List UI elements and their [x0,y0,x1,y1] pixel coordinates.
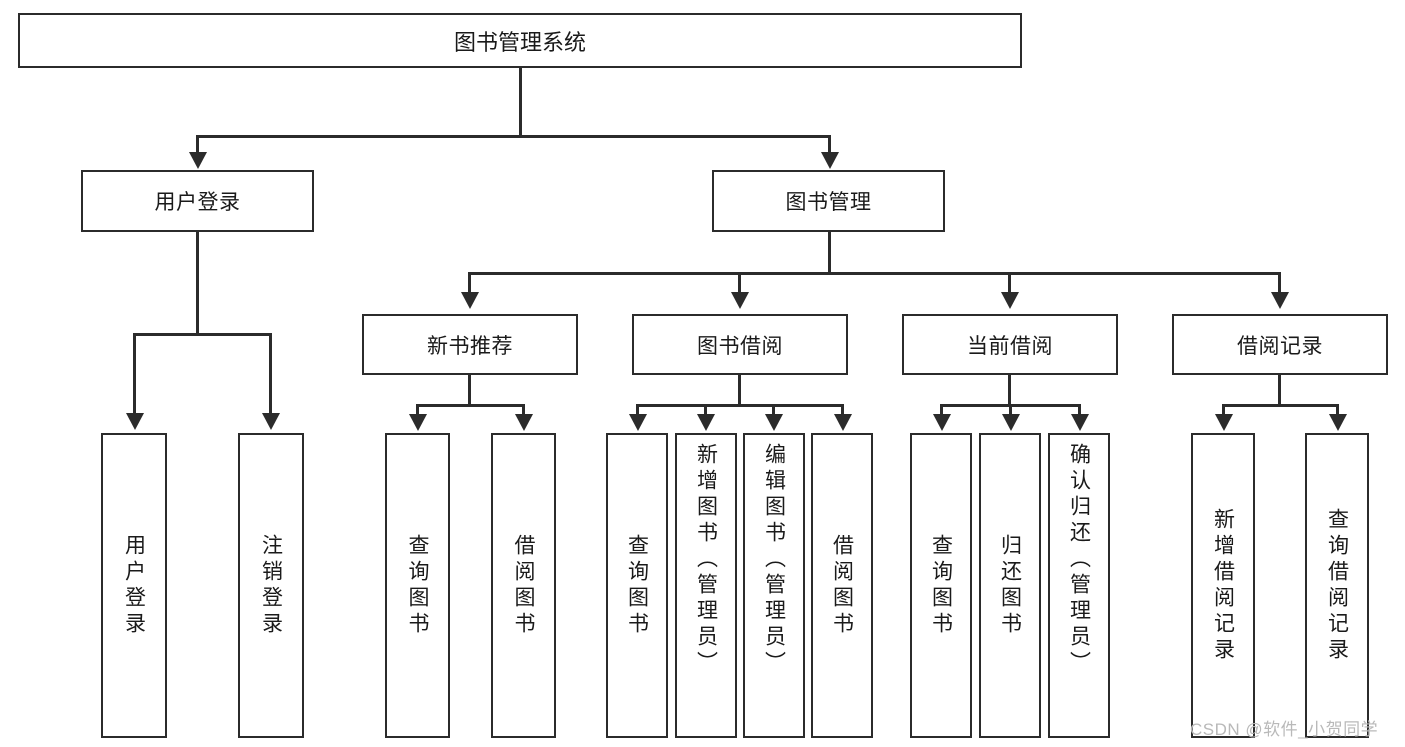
leaf-cb-confirm-return-admin[interactable]: 确认归还（管理员） [1048,433,1110,738]
edge-to-borrow-record [1278,272,1281,294]
arrow-br-leaf1 [1215,414,1233,431]
edge-to-user-login [196,135,199,155]
edge-user-login-leaf1 [133,333,136,415]
node-new-book-recommend[interactable]: 新书推荐 [362,314,578,375]
arrow-to-borrow-record [1271,292,1289,309]
edge-new-book-recommend-bus [416,404,525,407]
arrow-bb-leaf4 [834,414,852,431]
edge-nbr-leaf2 [522,404,525,416]
arrow-to-user-login [189,152,207,169]
leaf-bb-borrow-book[interactable]: 借阅图书 [811,433,873,738]
leaf-br-query-record[interactable]: 查询借阅记录 [1305,433,1369,738]
leaf-bb-add-book-admin[interactable]: 新增图书（管理员） [675,433,737,738]
node-label: 查询图书 [406,533,429,638]
node-label: 新增图书（管理员） [694,443,718,677]
arrow-nbr-leaf1 [409,414,427,431]
node-label: 确认归还（管理员） [1067,443,1091,677]
arrow-to-current-borrow [1001,292,1019,309]
leaf-nbr-query-book[interactable]: 查询图书 [385,433,450,738]
node-label: 借阅图书 [830,533,854,638]
edge-cb-leaf2 [1009,404,1012,416]
node-label: 注销登录 [259,533,283,638]
node-user-login[interactable]: 用户登录 [81,170,314,232]
leaf-cb-query-book[interactable]: 查询图书 [910,433,972,738]
edge-root-stem [519,68,522,137]
edge-level2-bus [196,135,831,138]
node-label: 用户登录 [154,191,241,214]
edge-nbr-leaf1 [416,404,419,416]
edge-new-book-recommend-stem [468,375,471,406]
edge-current-borrow-stem [1008,375,1011,406]
node-label: 编辑图书（管理员） [762,443,786,677]
node-label: 查询借阅记录 [1325,507,1349,664]
node-label: 查询图书 [929,533,953,638]
edge-to-new-book-recommend [468,272,471,294]
leaf-bb-edit-book-admin[interactable]: 编辑图书（管理员） [743,433,805,738]
edge-book-borrow-stem [738,375,741,406]
arrow-bb-leaf3 [765,414,783,431]
node-label: 查询图书 [625,533,649,638]
node-label: 图书借阅 [697,334,783,358]
node-book-management[interactable]: 图书管理 [712,170,945,232]
edge-bb-leaf3 [772,404,775,416]
arrow-cb-leaf3 [1071,414,1089,431]
arrow-to-book-management [821,152,839,169]
node-label: 新书推荐 [427,334,513,358]
leaf-cb-return-book[interactable]: 归还图书 [979,433,1041,738]
edge-br-leaf2 [1336,404,1339,416]
arrow-user-login-leaf1 [126,413,144,430]
arrow-bb-leaf1 [629,414,647,431]
edge-br-leaf1 [1222,404,1225,416]
arrow-br-leaf2 [1329,414,1347,431]
leaf-br-add-record[interactable]: 新增借阅记录 [1191,433,1255,738]
leaf-nbr-borrow-book[interactable]: 借阅图书 [491,433,556,738]
node-label: 新增借阅记录 [1211,507,1235,664]
edge-borrow-record-bus [1222,404,1339,407]
node-label: 用户登录 [122,533,146,638]
node-borrow-record[interactable]: 借阅记录 [1172,314,1388,375]
edge-user-login-stem [196,232,199,335]
leaf-user-login[interactable]: 用户登录 [101,433,167,738]
node-book-borrow[interactable]: 图书借阅 [632,314,848,375]
node-current-borrow[interactable]: 当前借阅 [902,314,1118,375]
node-label: 图书管理系统 [453,29,586,55]
leaf-bb-query-book[interactable]: 查询图书 [606,433,668,738]
edge-cb-leaf3 [1078,404,1081,416]
edge-to-book-borrow [738,272,741,294]
arrow-nbr-leaf2 [515,414,533,431]
csdn-watermark: CSDN @软件_小贺同学 [1190,720,1379,739]
node-label: 当前借阅 [967,334,1053,358]
arrow-bb-leaf2 [697,414,715,431]
arrow-to-new-book-recommend [461,292,479,309]
edge-book-management-stem [828,232,831,274]
arrow-cb-leaf1 [933,414,951,431]
edge-cb-leaf1 [940,404,943,416]
edge-to-book-management [828,135,831,155]
node-label: 图书管理 [785,191,872,214]
edge-level3-bus [468,272,1280,275]
arrow-to-book-borrow [731,292,749,309]
edge-bb-leaf1 [636,404,639,416]
node-label: 归还图书 [998,533,1022,638]
edge-bb-leaf2 [704,404,707,416]
node-root-book-management-system[interactable]: 图书管理系统 [18,13,1022,68]
arrow-user-login-leaf2 [262,413,280,430]
edge-book-borrow-bus [636,404,844,407]
edge-user-login-leaf2 [269,333,272,415]
node-label: 借阅记录 [1237,334,1323,358]
edge-bb-leaf4 [841,404,844,416]
edge-user-login-bus [133,333,272,336]
arrow-cb-leaf2 [1002,414,1020,431]
edge-borrow-record-stem [1278,375,1281,406]
node-label: 借阅图书 [512,533,535,638]
leaf-logout[interactable]: 注销登录 [238,433,304,738]
edge-to-current-borrow [1008,272,1011,294]
